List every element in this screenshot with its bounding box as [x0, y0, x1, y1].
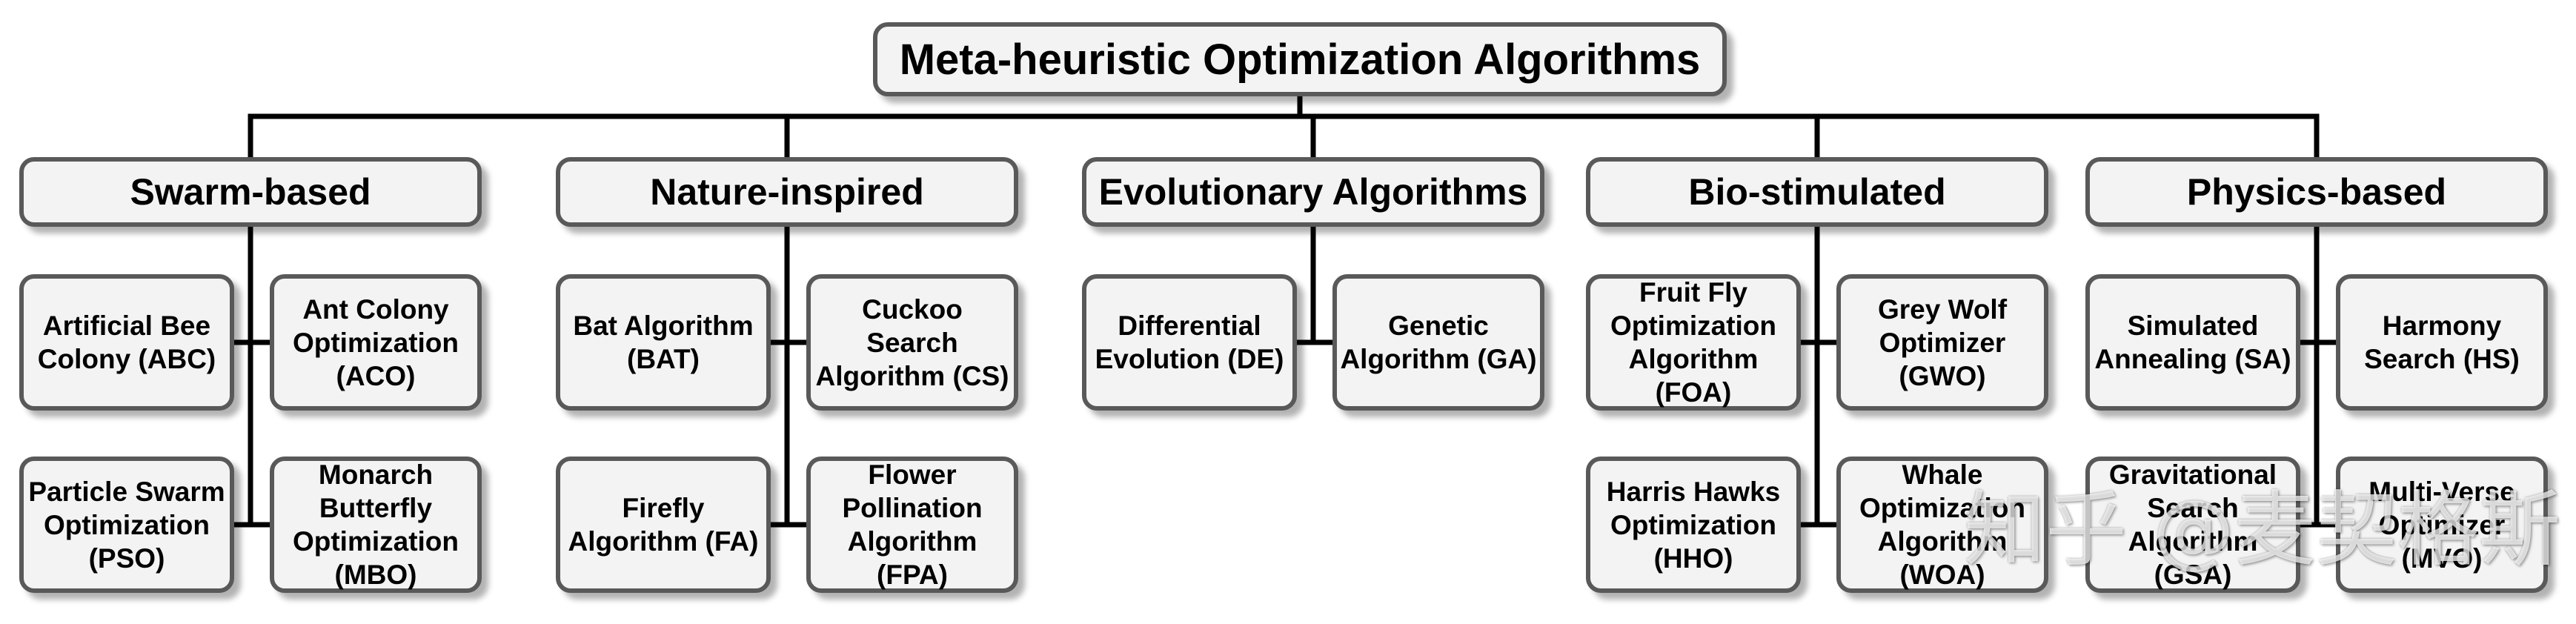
- leaf-label: Particle Swarm Optimization (PSO): [28, 476, 225, 574]
- root-label: Meta-heuristic Optimization Algorithms: [899, 35, 1701, 84]
- leaf-label: Multi-Verse Optimizer (MVO): [2368, 476, 2515, 574]
- leaf-label: Whale Optimization Algorithm (WOA): [1859, 459, 2026, 590]
- leaf-node: Harmony Search (HS): [2336, 274, 2548, 411]
- category-physics-based: Physics-based: [2085, 157, 2548, 227]
- leaf-label: Cuckoo Search Algorithm (CS): [815, 293, 1009, 391]
- leaf-node: Artificial Bee Colony (ABC): [19, 274, 234, 411]
- leaf-node: Flower Pollination Algorithm (FPA): [806, 457, 1018, 593]
- leaf-node: Multi-Verse Optimizer (MVO): [2336, 457, 2548, 593]
- leaf-label: Fruit Fly Optimization Algorithm (FOA): [1610, 277, 1777, 408]
- category-evolutionary-algorithms: Evolutionary Algorithms: [1082, 157, 1544, 227]
- leaf-node: Whale Optimization Algorithm (WOA): [1836, 457, 2048, 593]
- leaf-label: Monarch Butterfly Optimization (MBO): [292, 459, 459, 590]
- leaf-label: Firefly Algorithm (FA): [568, 493, 759, 557]
- leaf-node: Fruit Fly Optimization Algorithm (FOA): [1586, 274, 1801, 411]
- leaf-node: Differential Evolution (DE): [1082, 274, 1297, 411]
- leaf-node: Harris Hawks Optimization (HHO): [1586, 457, 1801, 593]
- leaf-node: Cuckoo Search Algorithm (CS): [806, 274, 1018, 411]
- leaf-label: Gravitational Search Algorithm (GSA): [2108, 459, 2277, 590]
- leaf-node: Monarch Butterfly Optimization (MBO): [270, 457, 482, 593]
- category-label: Nature-inspired: [650, 171, 924, 213]
- leaf-node: Genetic Algorithm (GA): [1332, 274, 1544, 411]
- category-label: Evolutionary Algorithms: [1098, 171, 1528, 213]
- leaf-label: Harris Hawks Optimization (HHO): [1606, 476, 1781, 574]
- leaf-label: Simulated Annealing (SA): [2094, 311, 2291, 374]
- leaf-node: Simulated Annealing (SA): [2085, 274, 2300, 411]
- leaf-label: Genetic Algorithm (GA): [1340, 311, 1537, 374]
- category-nature-inspired: Nature-inspired: [556, 157, 1018, 227]
- leaf-node: Gravitational Search Algorithm (GSA): [2085, 457, 2300, 593]
- leaf-node: Ant Colony Optimization (ACO): [270, 274, 482, 411]
- leaf-node: Particle Swarm Optimization (PSO): [19, 457, 234, 593]
- category-label: Bio-stimulated: [1688, 171, 1946, 213]
- leaf-label: Artificial Bee Colony (ABC): [37, 311, 216, 374]
- leaf-node: Bat Algorithm (BAT): [556, 274, 771, 411]
- leaf-label: Differential Evolution (DE): [1095, 311, 1284, 374]
- leaf-label: Ant Colony Optimization (ACO): [292, 293, 459, 391]
- root-node: Meta-heuristic Optimization Algorithms: [873, 22, 1727, 96]
- leaf-label: Bat Algorithm (BAT): [573, 311, 754, 374]
- category-label: Physics-based: [2186, 171, 2447, 213]
- category-bio-stimulated: Bio-stimulated: [1586, 157, 2048, 227]
- leaf-label: Flower Pollination Algorithm (FPA): [842, 459, 983, 590]
- leaf-label: Grey Wolf Optimizer (GWO): [1877, 293, 2008, 391]
- leaf-node: Grey Wolf Optimizer (GWO): [1836, 274, 2048, 411]
- category-label: Swarm-based: [130, 171, 371, 213]
- category-swarm-based: Swarm-based: [19, 157, 482, 227]
- leaf-node: Firefly Algorithm (FA): [556, 457, 771, 593]
- leaf-label: Harmony Search (HS): [2364, 311, 2520, 374]
- watermark: 知乎 @麦契格斯: [1964, 482, 2560, 577]
